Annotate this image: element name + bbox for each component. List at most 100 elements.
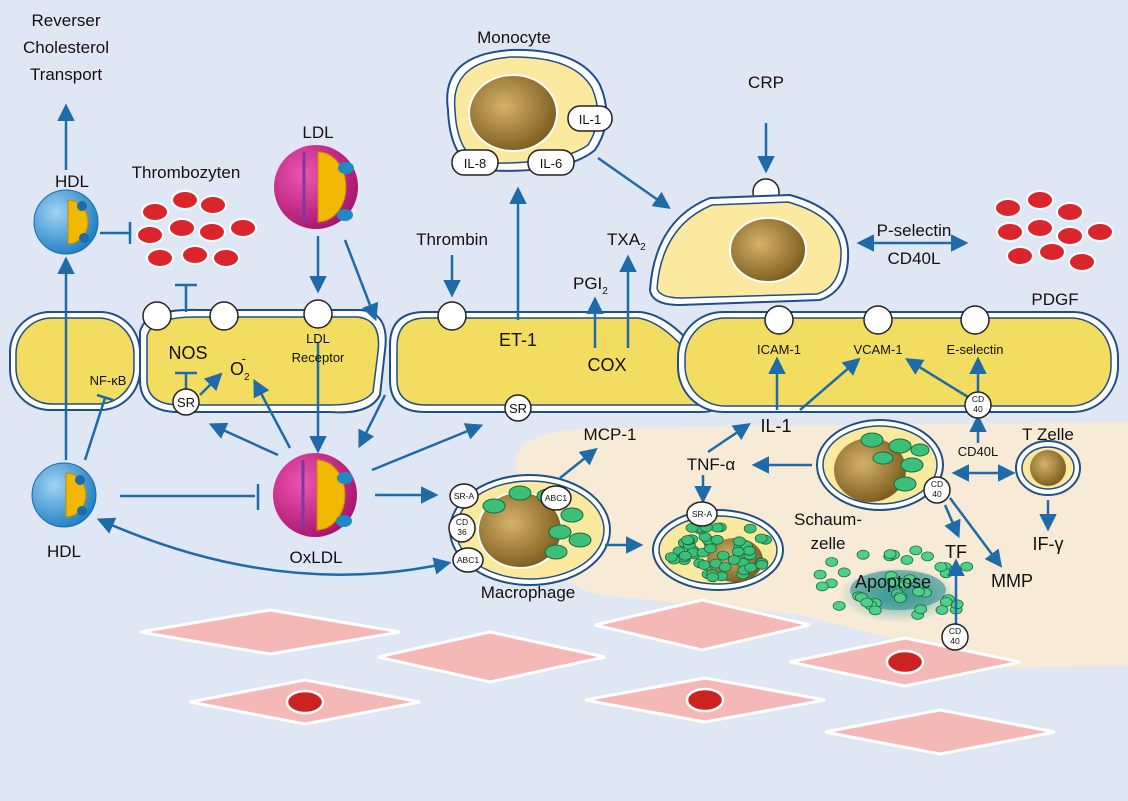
lipid-droplet xyxy=(681,535,694,545)
apoptose-label: Apoptose xyxy=(855,572,931,592)
e-selectin-label: E-selectin xyxy=(946,342,1003,357)
intima-region xyxy=(515,422,1128,668)
lipid-droplet xyxy=(755,559,769,570)
lipid-droplet xyxy=(732,536,746,547)
il6-label: IL-6 xyxy=(540,156,562,171)
cd40-label-c-line1: CD xyxy=(949,626,961,636)
if-gamma-label: IF-γ xyxy=(1033,534,1064,554)
reverse-line2: Cholesterol xyxy=(23,38,109,57)
arrows xyxy=(57,103,1057,625)
lipid-droplet xyxy=(837,567,851,578)
lipid-droplet xyxy=(860,597,874,608)
lipid-droplet xyxy=(697,560,711,570)
il1-mid-label: IL-1 xyxy=(760,416,791,436)
abc1-label-a: ABC1 xyxy=(545,493,567,503)
lipid-droplet xyxy=(706,572,720,583)
lipid-droplet xyxy=(893,593,907,603)
lipid-droplet xyxy=(909,545,923,556)
oxldl-label: OxLDL xyxy=(290,548,343,567)
icam1-label: ICAM-1 xyxy=(757,342,801,357)
thrombin-label: Thrombin xyxy=(416,230,488,249)
text-labels: Reverser Cholesterol Transport HDL Throm… xyxy=(23,11,1079,602)
smooth-muscle-cell xyxy=(594,598,811,652)
il1-label: IL-1 xyxy=(579,112,601,127)
monocyte-cell xyxy=(446,48,608,172)
cd40-label-a-line1: CD xyxy=(972,394,984,404)
smooth-muscle-nuclei xyxy=(285,649,925,715)
lipid-droplet xyxy=(716,550,730,561)
cd40l-top-label: CD40L xyxy=(888,249,941,268)
schaumzelle-line1: Schaum- xyxy=(794,510,862,529)
cd40-label-b-line1: CD xyxy=(931,479,943,489)
lipid-droplet xyxy=(900,555,914,565)
lipid-droplet xyxy=(815,581,829,592)
lipid-droplet xyxy=(832,601,846,611)
hdl-top-label: HDL xyxy=(55,172,89,191)
monocyte-label: Monocyte xyxy=(477,28,551,47)
crp-label: CRP xyxy=(748,73,784,92)
ldl-receptor-line1: LDL xyxy=(306,331,330,346)
o2-label: O2- xyxy=(230,351,250,383)
receptor-labels: SR SR CD 40 CD 40 CD 40 SR-A CD 36 ABC1 … xyxy=(172,105,992,651)
sr-label-1: SR xyxy=(177,395,195,410)
lipid-droplet xyxy=(731,546,745,557)
ldl-particle xyxy=(274,145,358,229)
endothelial-layer xyxy=(9,308,1119,414)
thrombozyten-label: Thrombozyten xyxy=(132,163,241,182)
sr-label-2: SR xyxy=(509,401,527,416)
abc1-label-b: ABC1 xyxy=(457,555,479,565)
reverse-line3: Transport xyxy=(30,65,102,84)
lipid-droplet xyxy=(934,562,948,572)
macrophage-label: Macrophage xyxy=(481,583,576,602)
lipid-droplet xyxy=(754,533,768,544)
cd40-label-a-line2: 40 xyxy=(973,404,983,414)
pgi2-label: PGI2 xyxy=(573,274,608,297)
vcam1-label: VCAM-1 xyxy=(853,342,902,357)
lipid-droplet xyxy=(912,586,925,597)
ldl-label: LDL xyxy=(302,123,333,142)
hdl-particle-top xyxy=(33,189,99,255)
mcp1-label: MCP-1 xyxy=(584,425,637,444)
oxldl-particle xyxy=(273,453,357,537)
hdl-bottom-label: HDL xyxy=(47,542,81,561)
apoptose-body xyxy=(813,545,974,623)
lipid-droplet xyxy=(825,557,839,567)
lipid-droplet xyxy=(914,604,928,615)
platelets-right xyxy=(994,190,1114,272)
sr-a-macrophage: SR-A xyxy=(454,491,475,501)
pdgf-label: PDGF xyxy=(1031,290,1078,309)
lipid-droplet xyxy=(935,605,949,615)
lipid-droplet xyxy=(718,562,732,572)
platelets-left xyxy=(136,190,257,268)
ldl-receptor-line2: Receptor xyxy=(292,350,345,365)
lipid-droplet xyxy=(887,577,900,587)
cd36-line2: 36 xyxy=(457,527,467,537)
tf-label: TF xyxy=(945,542,967,562)
lipid-droplet xyxy=(744,562,758,573)
mmp-label: MMP xyxy=(991,571,1033,591)
lipid-droplet xyxy=(742,545,756,556)
lipid-droplet xyxy=(710,534,724,545)
p-selectin-label: P-selectin xyxy=(877,221,952,240)
nfkb-label: NF-κB xyxy=(90,373,127,388)
foam-cell-intima xyxy=(652,509,784,591)
lipid-droplet xyxy=(856,549,870,560)
cd40-label-c-line2: 40 xyxy=(950,636,960,646)
schaumzelle-cell xyxy=(816,419,944,511)
et1-label: ET-1 xyxy=(499,330,537,350)
cox-label: COX xyxy=(587,355,626,375)
il8-label: IL-8 xyxy=(464,156,486,171)
smooth-muscle-cell xyxy=(824,708,1056,756)
nos-label: NOS xyxy=(168,343,207,363)
tnf-alpha-label: TNF-α xyxy=(687,455,736,474)
t-cell xyxy=(1015,440,1081,496)
lipid-droplet xyxy=(813,569,827,580)
lipid-droplet xyxy=(868,605,882,616)
lipid-droplet xyxy=(710,522,724,533)
lipid-droplet xyxy=(960,561,974,572)
sr-a-foam: SR-A xyxy=(692,509,713,519)
reverse-line1: Reverser xyxy=(32,11,101,30)
t-zelle-label: T Zelle xyxy=(1022,425,1074,444)
